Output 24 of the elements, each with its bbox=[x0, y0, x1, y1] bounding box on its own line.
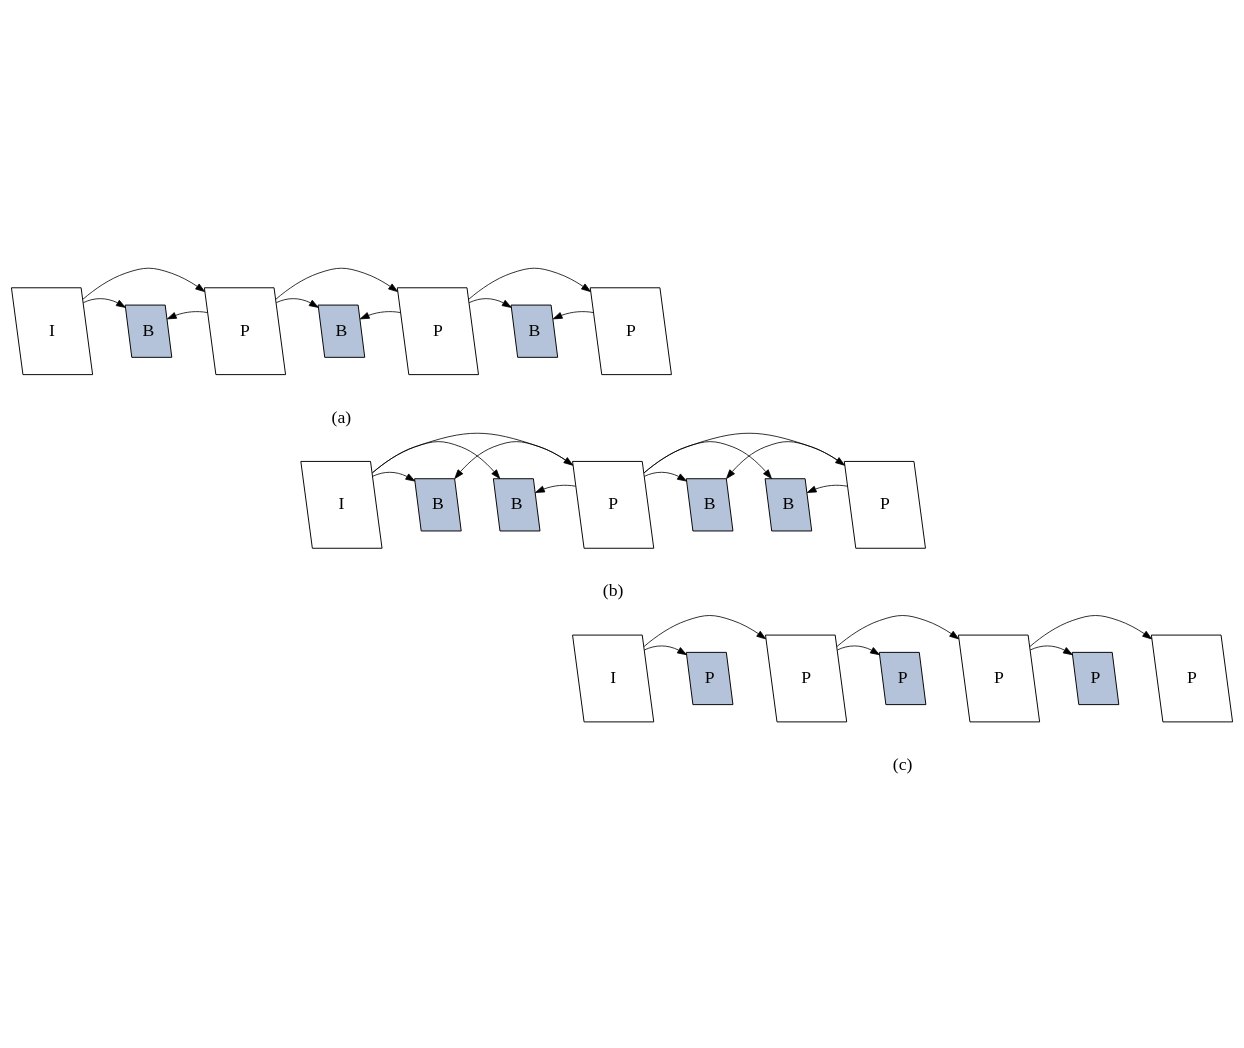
arrow bbox=[806, 484, 848, 493]
arrow bbox=[468, 298, 512, 308]
arrow bbox=[552, 311, 594, 320]
arrow bbox=[82, 298, 126, 308]
arrow bbox=[359, 311, 401, 320]
arrow bbox=[644, 471, 687, 482]
arrow bbox=[275, 298, 319, 308]
arrow bbox=[82, 267, 205, 300]
arrow bbox=[372, 471, 416, 482]
arrow bbox=[468, 267, 591, 300]
arrow bbox=[644, 645, 687, 656]
arrow bbox=[166, 311, 208, 320]
arrow bbox=[836, 615, 960, 647]
arrow bbox=[275, 267, 398, 300]
arrow bbox=[1029, 615, 1152, 647]
arrow bbox=[372, 441, 501, 479]
arrow bbox=[535, 484, 576, 493]
label: (c) bbox=[892, 753, 913, 774]
arrow bbox=[643, 441, 772, 479]
arrow bbox=[837, 645, 880, 656]
arrow bbox=[643, 615, 767, 647]
label: (b) bbox=[602, 580, 624, 601]
arrow bbox=[1029, 645, 1073, 656]
label: (a) bbox=[331, 406, 352, 427]
